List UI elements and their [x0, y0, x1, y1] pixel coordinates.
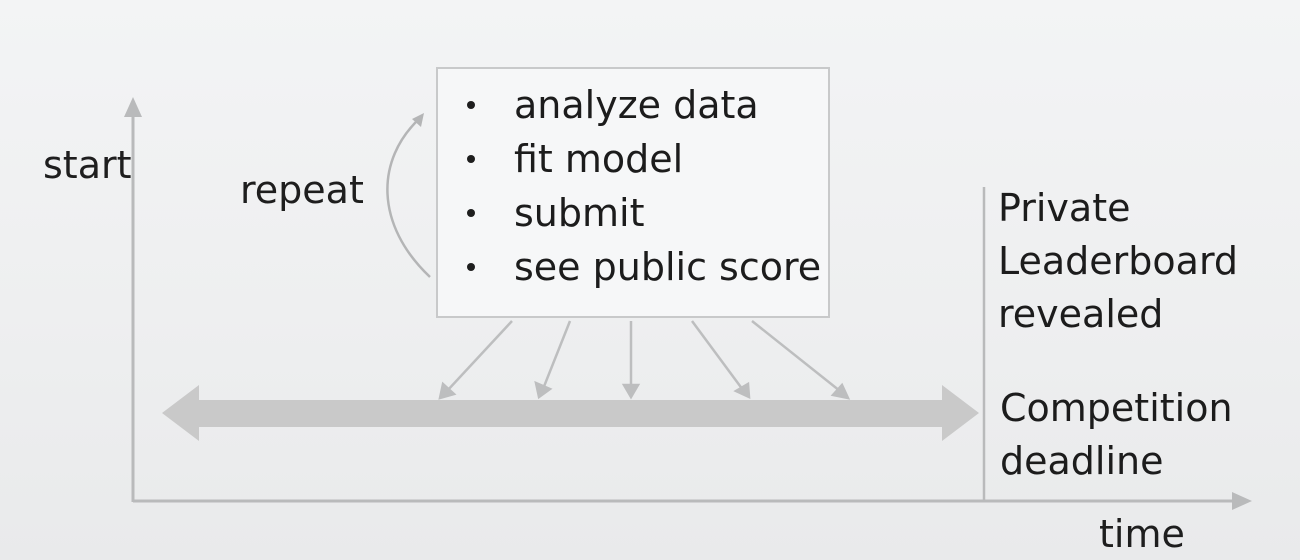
workflow-steps-box: analyze data fit model submit see public…: [436, 67, 830, 318]
repeat-loop-arrow: [386, 117, 431, 278]
y-axis-label: start: [43, 143, 132, 187]
competition-timeline-arrow: [162, 385, 979, 441]
x-axis-label: time: [1099, 512, 1185, 556]
private-leaderboard-line-2: Leaderboard: [998, 239, 1239, 283]
step-label: submit: [514, 191, 645, 235]
repeat-label: repeat: [240, 168, 364, 212]
submission-arrows: [438, 320, 851, 400]
step-label: fit model: [514, 137, 684, 181]
private-leaderboard-line-1: Private: [998, 186, 1131, 230]
step-submit: submit: [438, 193, 821, 247]
step-see-public-score: see public score: [438, 247, 821, 301]
x-axis-arrowhead: [1232, 492, 1252, 510]
bullet-icon: [467, 263, 475, 271]
bullet-icon: [467, 101, 475, 109]
bullet-icon: [467, 209, 475, 217]
repeat-loop-arrowhead: [412, 113, 424, 127]
private-leaderboard-label: Private Leaderboard revealed: [998, 182, 1238, 341]
step-analyze-data: analyze data: [438, 85, 821, 139]
step-label: see public score: [514, 245, 822, 289]
y-axis-arrowhead: [124, 97, 142, 117]
step-fit-model: fit model: [438, 139, 821, 193]
competition-deadline-line-1: Competition: [1000, 386, 1233, 430]
competition-deadline-label: Competition deadline: [1000, 382, 1233, 488]
step-label: analyze data: [514, 83, 759, 127]
competition-deadline-line-2: deadline: [1000, 439, 1164, 483]
workflow-steps-list: analyze data fit model submit see public…: [438, 85, 821, 301]
bullet-icon: [467, 155, 475, 163]
private-leaderboard-line-3: revealed: [998, 292, 1164, 336]
